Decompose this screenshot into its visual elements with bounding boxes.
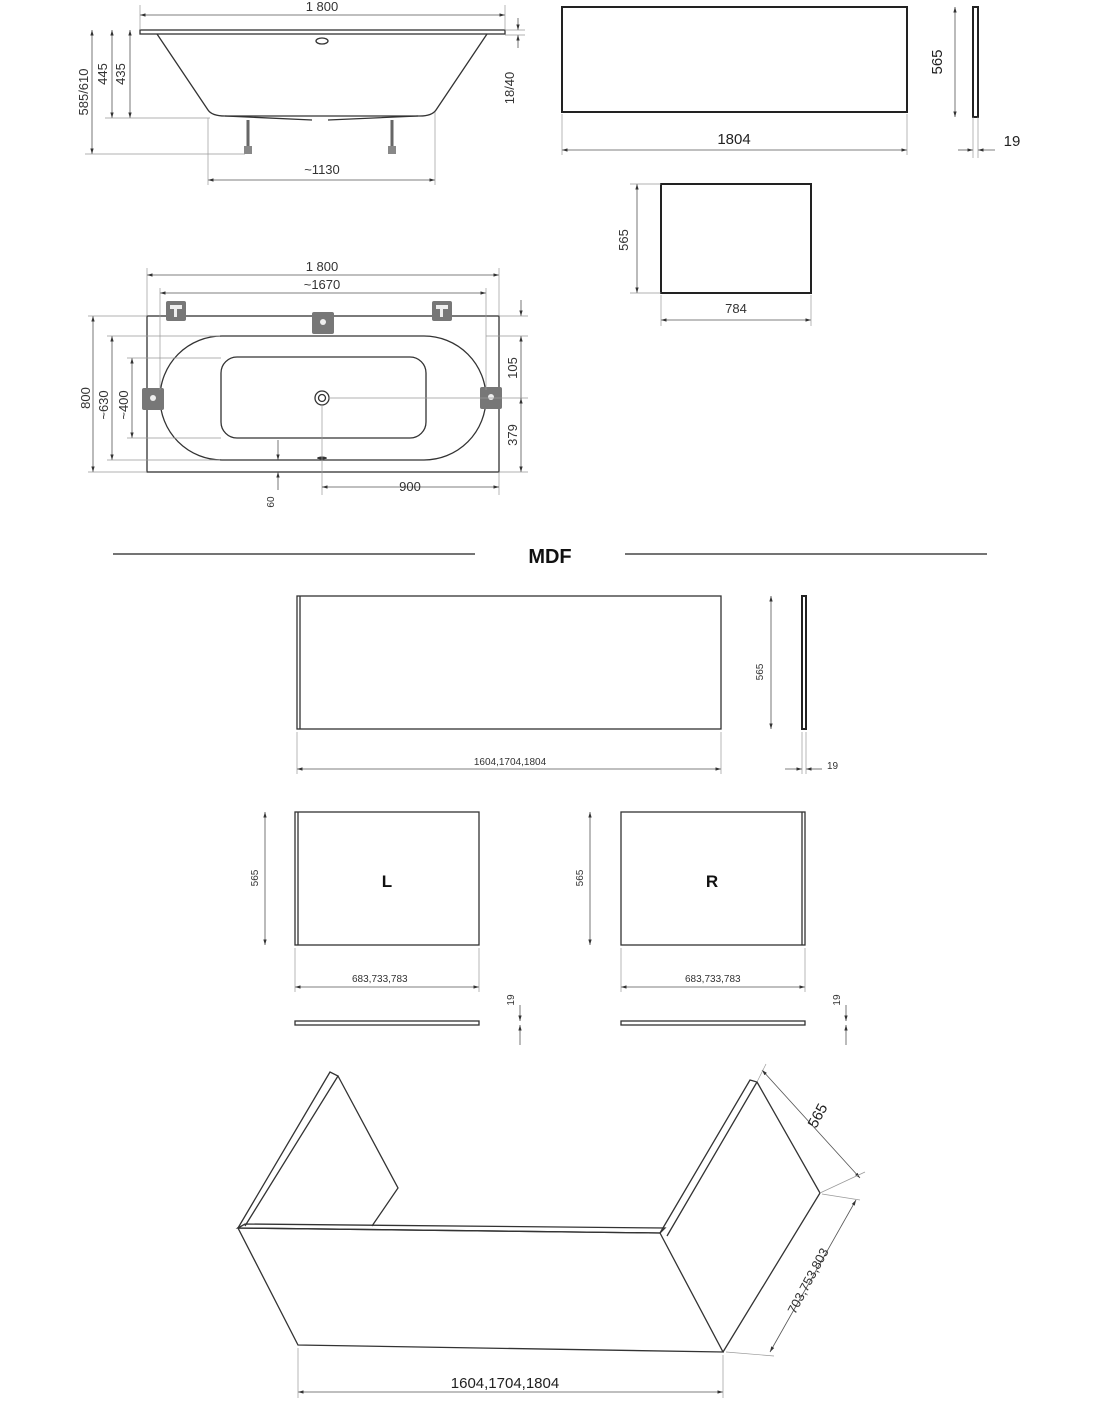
tub-foot-left bbox=[244, 120, 252, 154]
assembly-right-panel-edge bbox=[659, 1079, 758, 1237]
mdf-front-panel bbox=[296, 595, 722, 730]
drain-icon bbox=[314, 390, 330, 406]
rim-label: 18/40 bbox=[502, 72, 517, 105]
mdf-left-panel bbox=[294, 811, 480, 946]
right-panel-label: R bbox=[706, 872, 718, 891]
mdf-front-panel-side bbox=[801, 595, 807, 730]
mdf-front-panel-view: 565 1604,1704,1804 19 bbox=[296, 595, 839, 774]
mdf-left-panel-view: L 565 683,733,783 19 bbox=[250, 811, 522, 1045]
front-panel-height-label: 565 bbox=[929, 49, 946, 74]
mdf-front-height-label: 565 bbox=[755, 663, 766, 680]
left-panel-edge bbox=[294, 1020, 480, 1026]
assembly-front-length-label: 1604,1704,1804 bbox=[451, 1375, 559, 1392]
drain-offset-bottom-label: 379 bbox=[505, 424, 520, 446]
tub-bottom bbox=[220, 356, 427, 439]
side-panel-height-label: 565 bbox=[616, 229, 631, 251]
mdf-assembly-view: 565 703,753,803 1604,1704,1804 bbox=[235, 1063, 866, 1398]
front-panel-length-label: 1804 bbox=[717, 131, 750, 148]
side-panel-view: 565 784 bbox=[616, 183, 812, 326]
assembly-left-panel bbox=[337, 1075, 399, 1227]
side-panel bbox=[660, 183, 812, 294]
front-panel-thickness-label: 19 bbox=[1004, 133, 1021, 150]
plan-bottom-width-label: ~400 bbox=[116, 390, 131, 419]
left-panel-label: L bbox=[382, 872, 392, 891]
drain-offset-side-label: 900 bbox=[399, 479, 421, 494]
plan-inner-length-label: ~1670 bbox=[304, 277, 341, 292]
tub-rim bbox=[139, 29, 506, 35]
front-panel-view: 1804 565 19 bbox=[561, 6, 1021, 158]
assembly-front-panel bbox=[236, 1227, 725, 1353]
height-total-label: 585/610 bbox=[76, 69, 91, 116]
mdf-right-panel bbox=[620, 811, 806, 946]
overflow-offset-label: 60 bbox=[266, 496, 277, 508]
mdf-front-length-label: 1604,1704,1804 bbox=[474, 757, 547, 768]
depth-inner-label: 435 bbox=[113, 63, 128, 85]
section-title: MDF bbox=[528, 546, 571, 568]
side-panel-length-label: 784 bbox=[725, 301, 747, 316]
left-panel-length-label: 683,733,783 bbox=[352, 974, 408, 985]
plan-view: 1 800 ~1670 800 ~630 ~400 105 379 900 60 bbox=[78, 259, 528, 508]
plan-length-label: 1 800 bbox=[306, 259, 339, 274]
mdf-right-panel-view: R 565 683,733,783 19 bbox=[575, 811, 848, 1045]
tub-body bbox=[156, 33, 488, 117]
tub-foot-right bbox=[388, 120, 396, 154]
front-panel-side bbox=[972, 6, 979, 118]
right-panel-length-label: 683,733,783 bbox=[685, 974, 741, 985]
assembly-height-label: 565 bbox=[805, 1101, 832, 1131]
assembly-left-panel-edge bbox=[237, 1071, 339, 1229]
mdf-front-thickness-label: 19 bbox=[827, 761, 839, 772]
right-panel-height-label: 565 bbox=[575, 869, 586, 886]
left-panel-thickness-label: 19 bbox=[506, 994, 517, 1006]
overflow-icon bbox=[315, 37, 329, 45]
right-panel-thickness-label: 19 bbox=[832, 994, 843, 1006]
drain-offset-top-label: 105 bbox=[505, 357, 520, 379]
plan-width-label: 800 bbox=[78, 387, 93, 409]
depth-outer-label: 445 bbox=[95, 63, 110, 85]
side-view: 1 800 585/610 445 435 18/40 ~1130 bbox=[76, 0, 525, 185]
side-length-label: 1 800 bbox=[306, 0, 339, 14]
mdf-section-header: MDF bbox=[113, 546, 987, 568]
feet-spacing-label: ~1130 bbox=[304, 162, 340, 177]
left-panel-height-label: 565 bbox=[250, 869, 261, 886]
right-panel-edge bbox=[620, 1020, 806, 1026]
assembly-side-length-label: 703,753,803 bbox=[784, 1245, 831, 1316]
plan-inner-width-label: ~630 bbox=[96, 390, 111, 419]
front-panel bbox=[561, 6, 908, 113]
